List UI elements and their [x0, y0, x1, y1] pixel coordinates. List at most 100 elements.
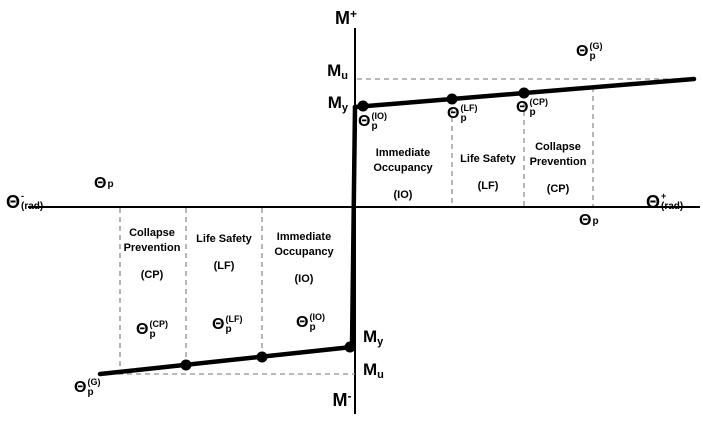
region-code: (CP): [546, 183, 570, 195]
theta-subsup: (LF) p: [225, 315, 242, 335]
theta-superscript: (LF): [225, 314, 243, 324]
point-lf-positive: [446, 93, 458, 105]
m-superscript: -: [347, 389, 352, 403]
m-plus-axis-label: M+: [328, 8, 364, 27]
point-cp-negative: [180, 359, 192, 371]
region-label-io-positive: Immediate Occupancy (IO): [358, 146, 448, 203]
theta-p-io-negative-label: Θ (IO) p: [296, 313, 325, 333]
theta-p-cp-negative-label: Θ (CP) p: [136, 320, 168, 340]
theta-superscript: (CP): [529, 97, 548, 107]
point-cp-positive: [518, 87, 530, 99]
backbone-negative-branch: [97, 344, 355, 377]
theta-subsup: p: [592, 216, 598, 227]
theta-subsup: (G) p: [87, 378, 100, 398]
point-io-positive: [357, 100, 369, 112]
theta-p-io-positive-label: Θ (IO) p: [358, 112, 387, 132]
region-code: (IO): [393, 189, 413, 201]
theta-p-lf-negative-label: Θ (LF) p: [212, 315, 242, 335]
m-symbol: M: [363, 327, 378, 346]
theta-subsup: + (rad): [661, 192, 683, 212]
theta-symbol: Θ: [136, 321, 149, 338]
region-line: Immediate: [276, 231, 332, 243]
mu-positive-label: Mu: [300, 62, 348, 82]
theta-subsup: (IO) p: [371, 112, 387, 132]
theta-p-left-marker-label: Θ p: [94, 176, 114, 192]
theta-subscript: p: [225, 324, 232, 335]
theta-subsup: - (rad): [21, 192, 43, 212]
theta-symbol: Θ: [296, 314, 309, 331]
theta-superscript: -: [21, 191, 25, 201]
theta-symbol: Θ: [579, 212, 592, 229]
m-symbol: M: [363, 360, 378, 379]
region-line: Occupancy: [373, 162, 433, 174]
m-subscript: u: [377, 369, 384, 381]
theta-subsup: (G) p: [589, 42, 602, 62]
region-code: (IO): [294, 273, 314, 285]
region-code: (CP): [140, 269, 164, 281]
theta-subsup: p: [107, 179, 113, 190]
m-subscript: y: [377, 336, 384, 348]
m-symbol: M: [334, 8, 350, 28]
theta-plus-rad-axis-label: Θ + (rad): [646, 192, 683, 212]
theta-subscript: p: [149, 329, 156, 340]
theta-p-lf-positive-label: Θ (LF) p: [447, 104, 477, 124]
theta-subscript: p: [87, 387, 94, 398]
theta-p-g-negative-label: Θ (G) p: [74, 378, 100, 398]
theta-superscript: (G): [589, 41, 603, 51]
theta-subscript: p: [592, 215, 599, 227]
m-symbol: M: [327, 61, 342, 80]
m-subscript: u: [341, 70, 348, 82]
theta-subsup: (CP) p: [529, 98, 548, 118]
region-line: Prevention: [529, 156, 587, 168]
theta-superscript: (IO): [309, 312, 325, 322]
theta-subscript: (rad): [21, 201, 44, 212]
point-lf-negative: [256, 351, 268, 363]
region-line: Collapse: [535, 141, 581, 153]
region-label-cp-positive: Collapse Prevention (CP): [514, 140, 602, 197]
theta-superscript: (CP): [149, 319, 168, 329]
theta-superscript: (G): [87, 377, 101, 387]
point-io-negative: [344, 341, 356, 353]
region-code: (LF): [477, 180, 499, 192]
theta-p-g-positive-label: Θ (G) p: [576, 42, 602, 62]
theta-symbol: Θ: [516, 99, 529, 116]
theta-symbol: Θ: [576, 43, 589, 60]
my-negative-label: My: [363, 328, 383, 348]
region-line: Prevention: [123, 242, 181, 254]
theta-subscript: p: [371, 121, 378, 132]
theta-symbol: Θ: [74, 379, 87, 396]
theta-symbol: Θ: [646, 192, 661, 212]
theta-subsup: (CP) p: [149, 320, 168, 340]
region-label-cp-negative: Collapse Prevention (CP): [114, 226, 190, 283]
theta-p-cp-positive-label: Θ (CP) p: [516, 98, 548, 118]
theta-subsup: (LF) p: [460, 104, 477, 124]
region-line: Immediate: [375, 147, 431, 159]
theta-symbol: Θ: [447, 105, 460, 122]
theta-minus-rad-axis-label: Θ - (rad): [6, 192, 43, 212]
theta-subscript: p: [460, 113, 467, 124]
theta-superscript: +: [661, 191, 667, 201]
m-symbol: M: [332, 390, 348, 410]
m-minus-axis-label: M-: [324, 390, 360, 409]
theta-subscript: p: [589, 51, 596, 62]
m-symbol: M: [327, 93, 342, 112]
region-code: (LF): [213, 260, 235, 272]
region-label-lf-positive: Life Safety (LF): [444, 152, 532, 194]
region-line: Collapse: [129, 227, 175, 239]
backbone-elastic-branch: [349, 104, 358, 350]
theta-subscript: p: [529, 107, 536, 118]
my-positive-label: My: [300, 94, 348, 114]
theta-superscript: (IO): [371, 111, 387, 121]
theta-symbol: Θ: [94, 175, 107, 192]
region-label-io-negative: Immediate Occupancy (IO): [262, 230, 346, 287]
theta-symbol: Θ: [6, 192, 21, 212]
theta-subscript: p: [309, 322, 316, 333]
region-line: Occupancy: [274, 246, 334, 258]
theta-subscript: p: [107, 178, 114, 190]
region-line: Life Safety: [460, 153, 516, 165]
theta-symbol: Θ: [358, 113, 371, 130]
theta-symbol: Θ: [212, 316, 225, 333]
theta-subsup: (IO) p: [309, 313, 325, 333]
